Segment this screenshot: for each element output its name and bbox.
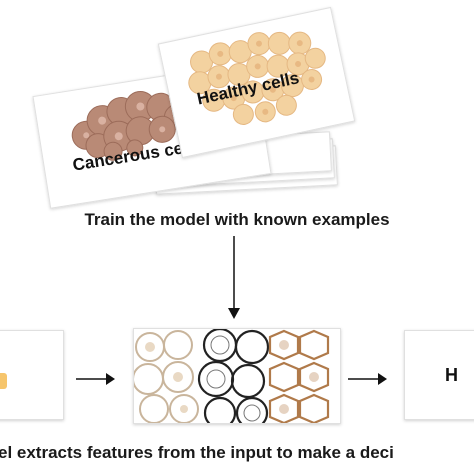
- decision-output-label: H: [445, 365, 458, 385]
- cancerous-cells-illustration: [71, 90, 189, 161]
- right-arrow-icon: [348, 373, 387, 385]
- healthy-cells-illustration: [188, 31, 326, 125]
- feature-maps-illustration: [134, 329, 330, 423]
- cancerous-cells-card: Cancerous cells: [32, 61, 272, 209]
- right-arrow-icon: [76, 373, 115, 385]
- decision-output-box: H: [404, 330, 474, 420]
- input-sample-fragment: [0, 373, 7, 389]
- input-image-box: [0, 330, 64, 420]
- training-caption: Train the model with known examples: [84, 210, 390, 229]
- down-arrow-icon: [228, 236, 240, 319]
- healthy-cells-card: Healthy cells: [157, 6, 356, 159]
- feature-extraction-box: [133, 328, 341, 424]
- inference-caption: el extracts features from the input to m…: [0, 443, 394, 462]
